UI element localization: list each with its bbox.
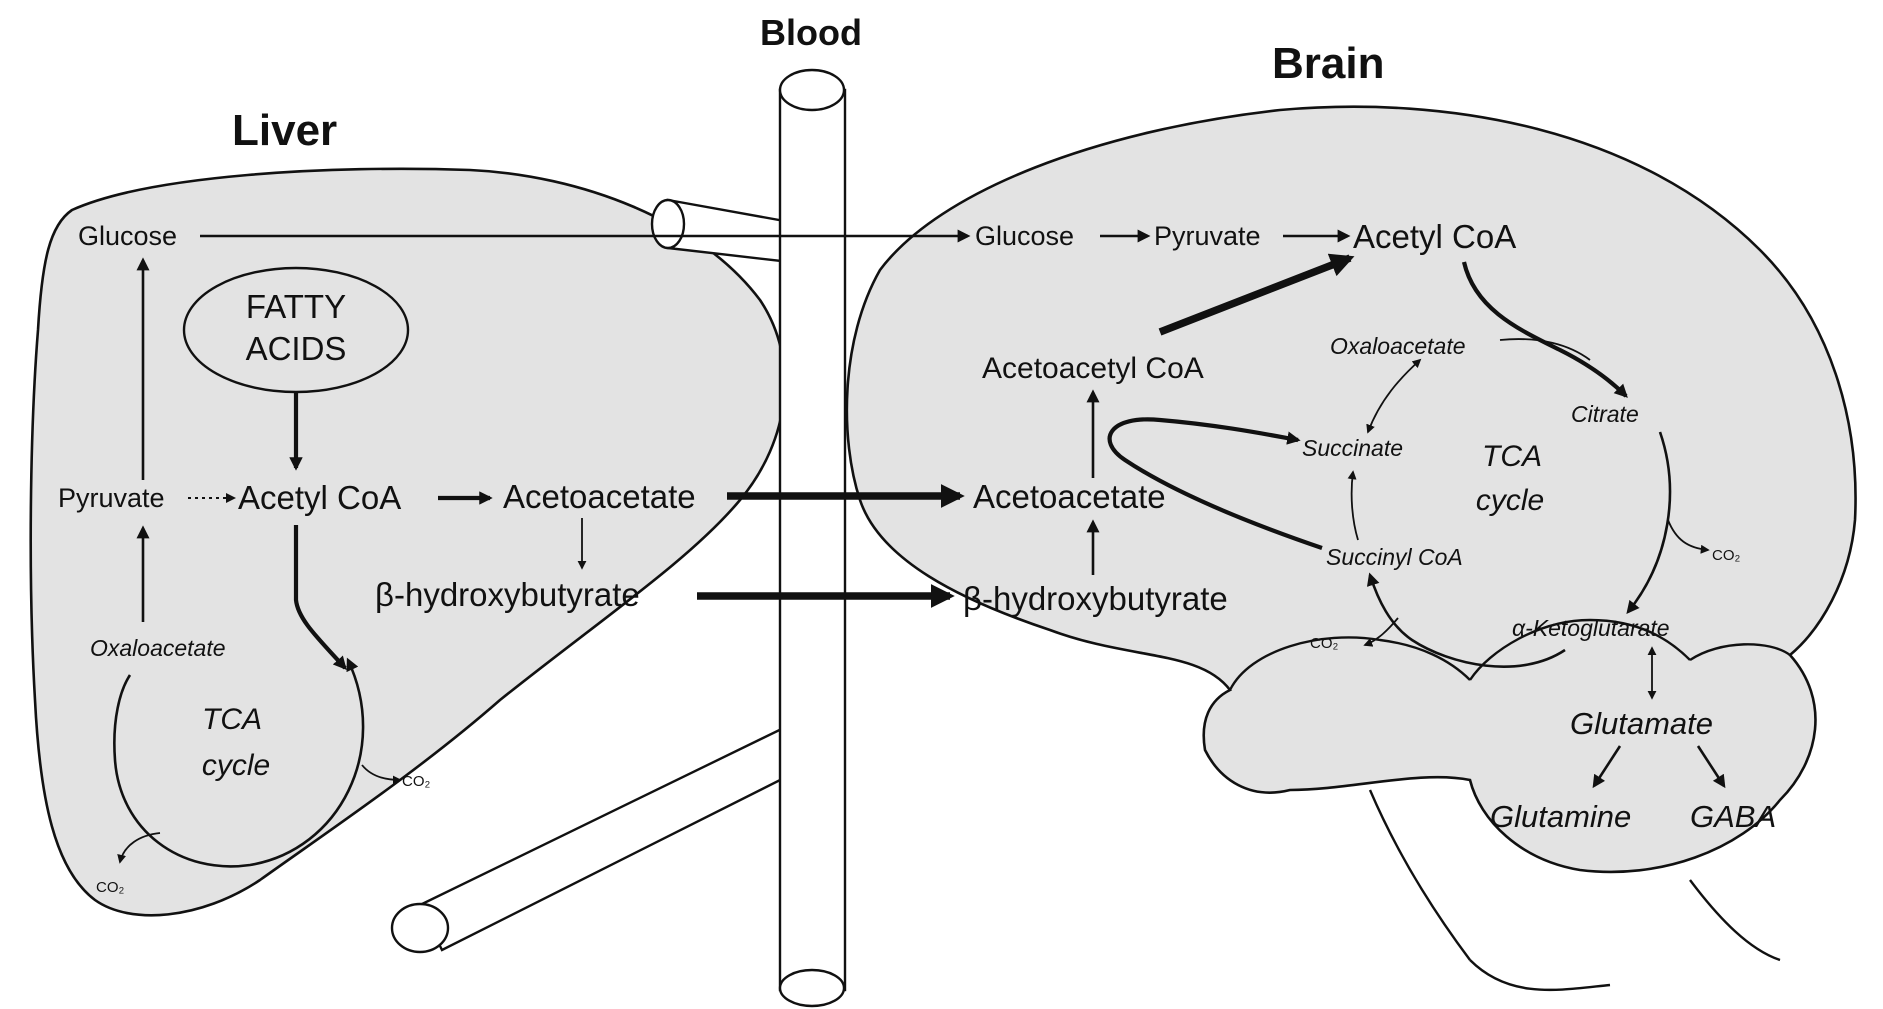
brain-tca-line1: TCA (1482, 440, 1542, 473)
fatty-acids-line2: ACIDS (246, 330, 347, 367)
liver-bhb-label: β-hydroxybutyrate (375, 576, 640, 613)
blood-title: Blood (760, 12, 862, 53)
brain-succinate-label: Succinate (1302, 435, 1403, 461)
brain-glutamine-label: Glutamine (1490, 799, 1631, 834)
brain-glucose-label: Glucose (975, 221, 1074, 251)
brain-title: Brain (1272, 39, 1384, 88)
brain-pyruvate-label: Pyruvate (1154, 221, 1261, 251)
brain-co2-b: CO₂ (1310, 635, 1339, 652)
brain-bhb-label: β-hydroxybutyrate (963, 580, 1228, 617)
liver-title: Liver (232, 106, 337, 155)
blood-vessel-lower-branch (420, 720, 800, 950)
brain-akg-label: α-Ketoglutarate (1512, 615, 1670, 641)
liver-glucose-label: Glucose (78, 221, 177, 251)
brainstem-left-2 (1470, 960, 1610, 990)
blood-vessel-lower-opening (392, 904, 448, 952)
blood-vessel-top-opening (780, 70, 844, 110)
liver-co2-a: CO₂ (402, 773, 431, 790)
brain-acetoacetylcoa-label: Acetoacetyl CoA (982, 352, 1204, 385)
liver-oxaloacetate-label: Oxaloacetate (90, 635, 226, 661)
brain-acetoacetate-label: Acetoacetate (973, 478, 1166, 515)
brain-acetylcoa-label: Acetyl CoA (1353, 218, 1516, 255)
liver-acetoacetate-label: Acetoacetate (503, 478, 696, 515)
liver-tca-line2: cycle (202, 749, 270, 782)
brain-succinylcoa-label: Succinyl CoA (1326, 544, 1463, 570)
blood-vessel-bottom-opening (780, 970, 844, 1006)
brain-citrate-label: Citrate (1571, 401, 1639, 427)
fatty-acids-line1: FATTY (246, 288, 346, 325)
brainstem-right (1690, 880, 1780, 960)
blood-vessel-main (780, 90, 845, 990)
liver-co2-b: CO₂ (96, 879, 125, 896)
liver-tca-line1: TCA (202, 703, 262, 736)
brain-oxaloacetate-label: Oxaloacetate (1330, 333, 1466, 359)
liver-acetylcoa-label: Acetyl CoA (238, 479, 401, 516)
blood-vessel-upper-opening (652, 200, 684, 248)
brainstem-left (1370, 790, 1470, 960)
brain-gaba-label: GABA (1690, 799, 1776, 834)
brain-glutamate-label: Glutamate (1570, 706, 1713, 741)
liver-pyruvate-label: Pyruvate (58, 483, 165, 513)
brain-co2-a: CO₂ (1712, 547, 1741, 564)
brain-tca-line2: cycle (1476, 484, 1544, 517)
